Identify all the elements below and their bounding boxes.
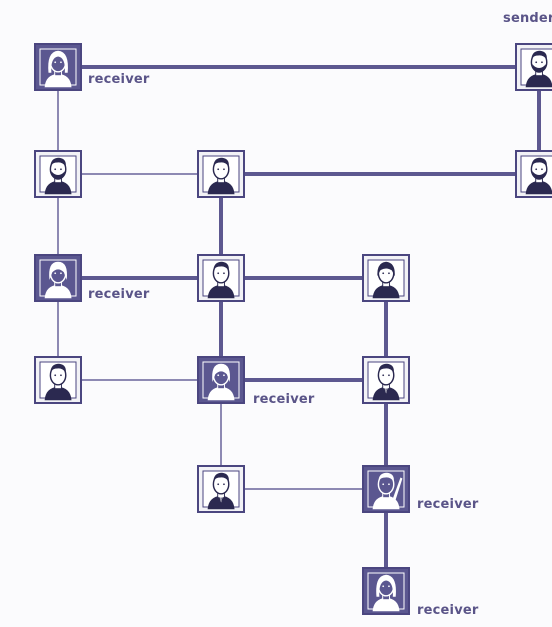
node-r1-right — [515, 43, 552, 91]
receiver-label: receiver — [88, 287, 150, 302]
nodes-layer — [34, 43, 552, 615]
man-pointing-portrait-icon — [372, 472, 403, 510]
node-r1-left — [34, 43, 82, 91]
man-suit-portrait-icon — [207, 472, 235, 510]
node-r4-right — [362, 356, 410, 404]
bearded-man-portrait-icon — [525, 157, 552, 195]
node-r2-mid — [197, 150, 245, 198]
bearded-man-portrait-icon — [525, 50, 552, 88]
man-portrait-icon — [207, 261, 235, 299]
man-suit-portrait-icon — [372, 363, 400, 401]
node-r6-right — [362, 567, 410, 615]
man-portrait-icon — [207, 157, 235, 195]
node-r2-left — [34, 150, 82, 198]
node-r5-right — [362, 465, 410, 513]
man-portrait-icon — [44, 363, 72, 401]
node-r5-mid — [197, 465, 245, 513]
receiver-label: receiver — [417, 497, 479, 512]
woman-portrait-icon — [207, 363, 235, 401]
node-r3-mid — [197, 254, 245, 302]
node-r3-right — [362, 254, 410, 302]
node-r3-left — [34, 254, 82, 302]
woman-portrait-icon — [44, 261, 72, 299]
node-r4-left — [34, 356, 82, 404]
receiver-label: receiver — [253, 392, 315, 407]
node-r4-mid — [197, 356, 245, 404]
edges-layer — [57, 65, 541, 591]
woman-long-hair-portrait-icon — [44, 50, 72, 88]
receiver-label: receiver — [88, 72, 150, 87]
node-r2-right — [515, 150, 552, 198]
woman-short-hair-portrait-icon — [372, 261, 400, 299]
receiver-label: receiver — [417, 603, 479, 618]
bearded-man-portrait-icon — [44, 157, 72, 195]
sender-label: sender — [503, 11, 552, 26]
woman-long-hair-portrait-icon — [372, 574, 400, 612]
